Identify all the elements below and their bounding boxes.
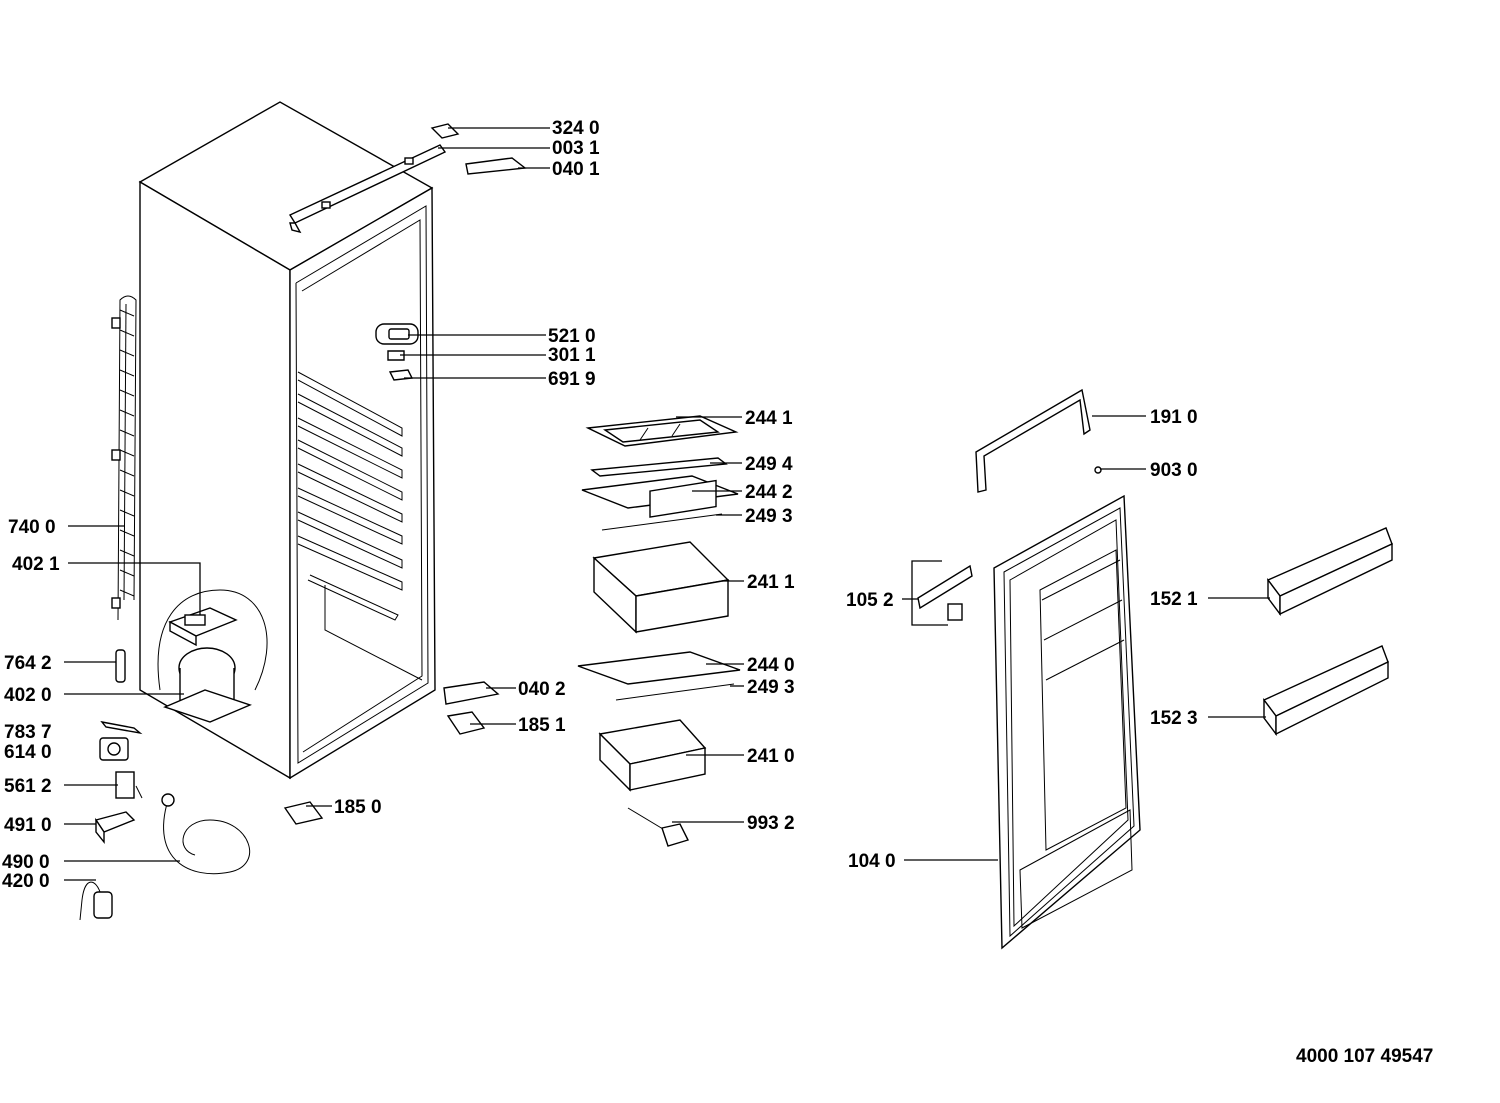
part-label: 244 2 (745, 482, 793, 503)
part-label: 105 2 (846, 590, 894, 611)
shelves-and-drawers (577, 415, 741, 847)
part-labels: 324 0 003 1 040 1 521 0 301 1 691 9 244 … (2, 118, 1198, 892)
part-label: 003 1 (552, 138, 600, 159)
compressor-area (115, 589, 268, 723)
part-label: 491 0 (4, 815, 52, 836)
top-hinge-parts (288, 123, 527, 234)
leader-lines (64, 127, 1270, 881)
part-label: 104 0 (848, 851, 896, 872)
condenser-coil (111, 295, 137, 621)
part-label: 691 9 (548, 369, 596, 390)
part-label: 249 3 (747, 677, 795, 698)
part-label: 402 1 (12, 554, 60, 575)
part-label: 249 3 (745, 506, 793, 527)
part-label: 324 0 (552, 118, 600, 139)
document-number: 4000 107 49547 (1296, 1046, 1433, 1067)
part-label: 249 4 (745, 454, 793, 475)
part-label: 764 2 (4, 653, 52, 674)
center-hinge-parts (283, 681, 500, 825)
part-label: 903 0 (1150, 460, 1198, 481)
part-label: 040 2 (518, 679, 566, 700)
part-label: 490 0 (2, 852, 50, 873)
part-label: 301 1 (548, 345, 596, 366)
part-label: 185 0 (334, 797, 382, 818)
part-label: 521 0 (548, 326, 596, 347)
shelf-rails (297, 371, 423, 681)
part-label: 191 0 (1150, 407, 1198, 428)
part-label: 993 2 (747, 813, 795, 834)
part-label: 244 1 (745, 408, 793, 429)
part-label: 402 0 (4, 685, 52, 706)
part-label: 740 0 (8, 517, 56, 538)
part-label: 614 0 (4, 742, 52, 763)
part-label: 241 1 (747, 572, 795, 593)
part-label: 241 0 (747, 746, 795, 767)
door-assembly (917, 388, 1393, 950)
part-label: 152 3 (1150, 708, 1198, 729)
control-unit-parts (375, 323, 419, 381)
part-label: 783 7 (4, 722, 52, 743)
part-label: 040 1 (552, 159, 600, 180)
part-label: 561 2 (4, 776, 52, 797)
part-label: 420 0 (2, 871, 50, 892)
part-label: 185 1 (518, 715, 566, 736)
part-label: 152 1 (1150, 589, 1198, 610)
electrical-parts (79, 720, 251, 921)
part-label: 244 0 (747, 655, 795, 676)
